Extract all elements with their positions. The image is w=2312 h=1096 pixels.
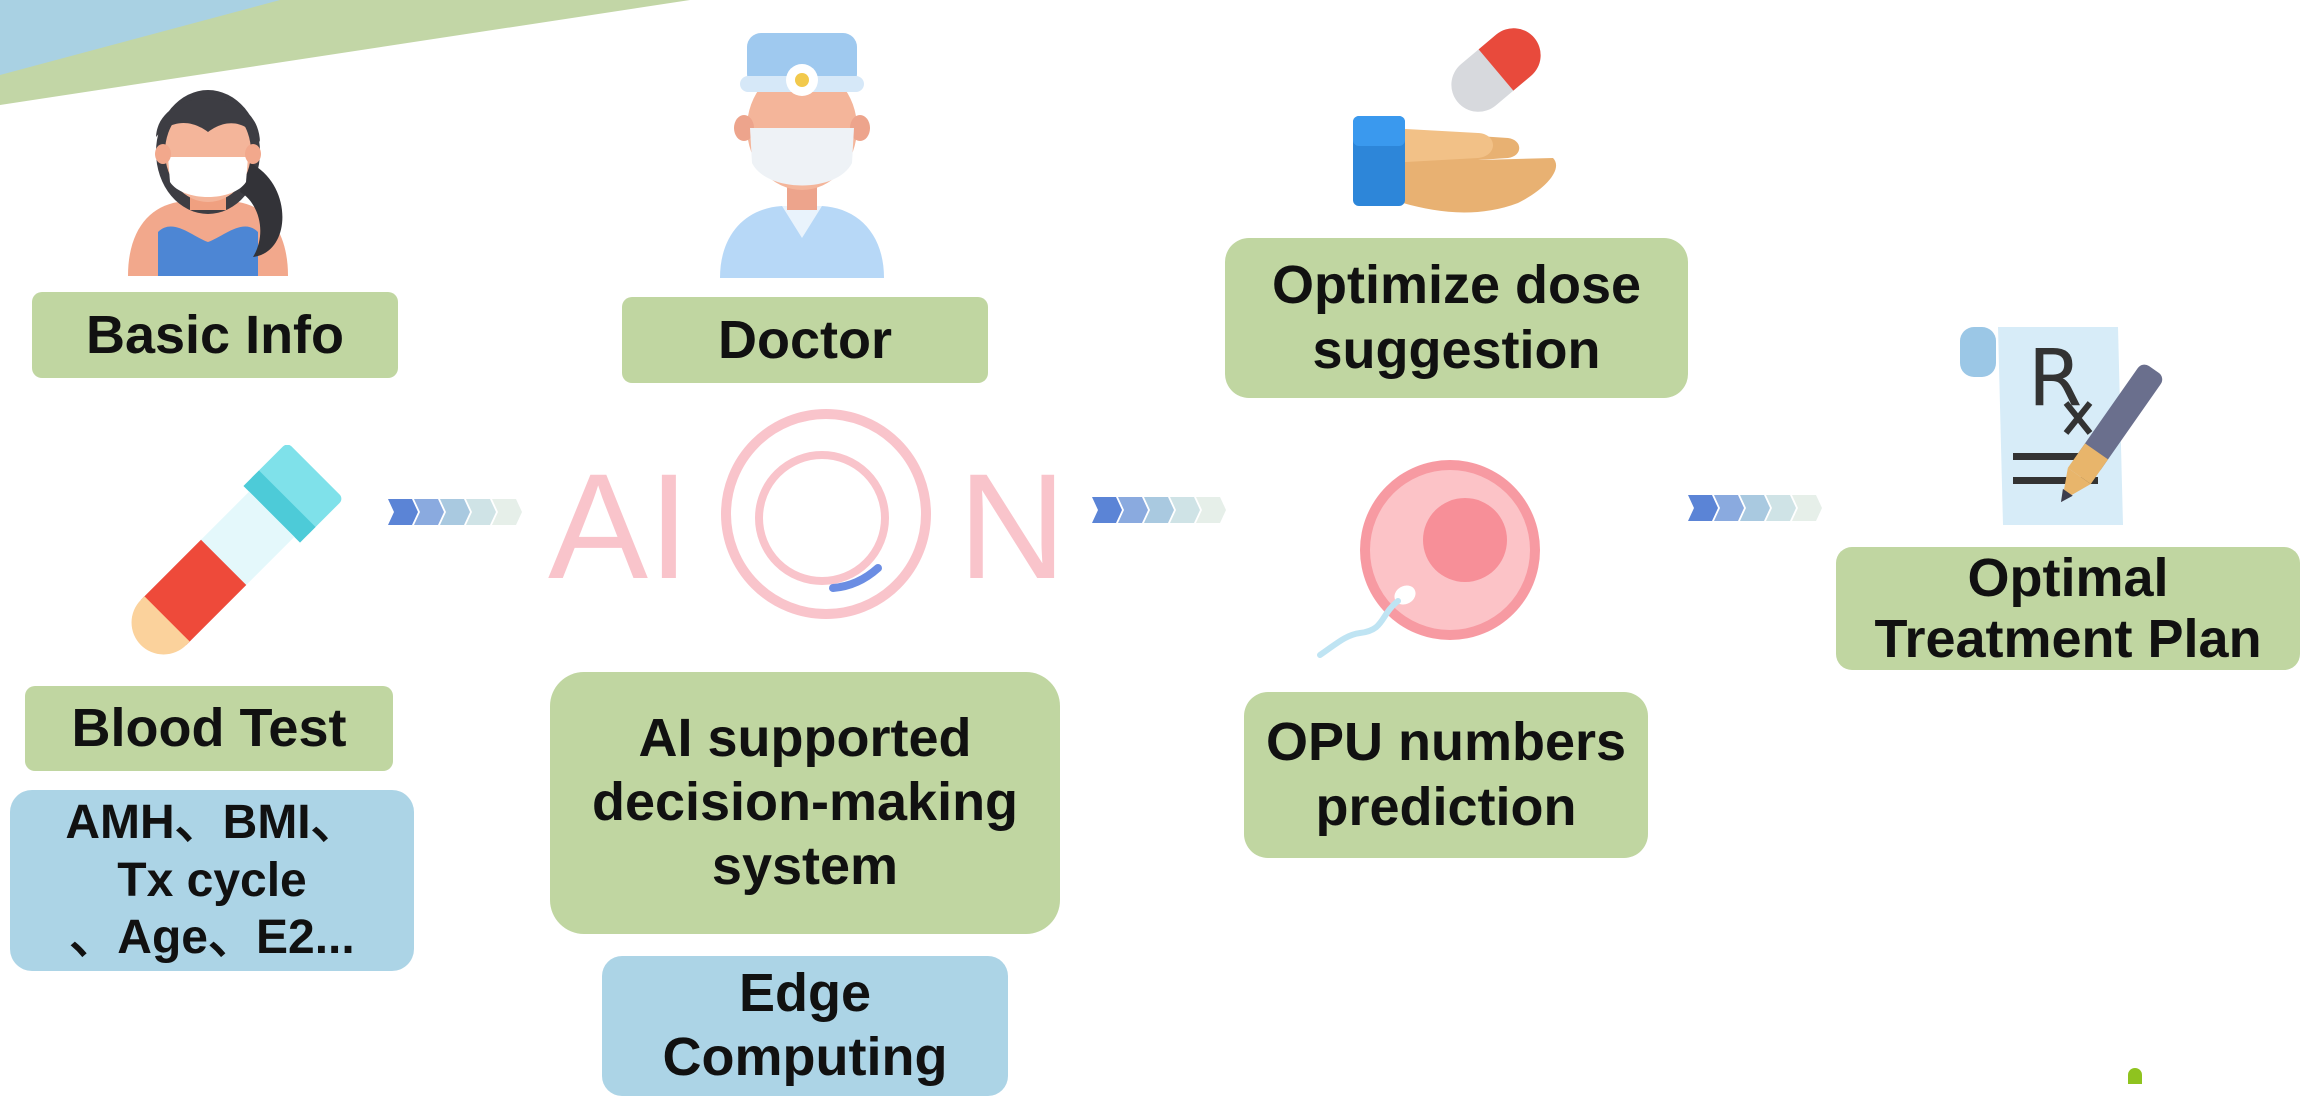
blood-test-label: Blood Test	[71, 698, 347, 759]
ai-system-box: AI supported decision-making system	[550, 672, 1060, 934]
doctor-label: Doctor	[718, 309, 892, 370]
woman-patient-icon	[128, 90, 288, 276]
blood-test-box: Blood Test	[25, 686, 393, 771]
optimal-plan-line-1: Optimal	[1967, 548, 2169, 609]
edge-computing-line-2: Computing	[662, 1026, 948, 1087]
ai-system-line-1: AI supported	[638, 708, 972, 769]
corner-decoration	[0, 0, 690, 105]
ai-system-line-2: decision-making	[591, 772, 1019, 833]
optimal-treatment-plan-box: Optimal Treatment Plan	[1836, 547, 2300, 670]
opu-prediction-box: OPU numbers prediction	[1244, 692, 1648, 858]
blood-params-line-3: 、Age、E2...	[69, 911, 355, 965]
flow-arrow-2	[1092, 497, 1226, 523]
flow-arrow-3	[1688, 495, 1822, 521]
optimize-dose-line-1: Optimize dose	[1271, 255, 1642, 316]
blood-parameters-box: AMH、BMI、 Tx cycle 、Age、E2...	[10, 790, 414, 971]
opu-prediction-line-1: OPU numbers	[1265, 712, 1627, 773]
prescription-icon: R	[1960, 327, 2163, 525]
edge-computing-box: Edge Computing	[602, 956, 1008, 1096]
optimize-dose-box: Optimize dose suggestion	[1225, 238, 1688, 398]
edge-computing-line-1: Edge	[738, 963, 872, 1023]
doctor-box: Doctor	[622, 297, 988, 383]
flow-arrow-1	[388, 499, 522, 525]
doctor-icon	[720, 33, 884, 278]
blood-params-line-2: Tx cycle	[117, 853, 307, 907]
ai-system-line-3: system	[711, 835, 899, 896]
logo-text-left: AI	[548, 442, 690, 610]
logo-text-right: N	[958, 442, 1066, 610]
egg-cell-sperm-icon	[1317, 460, 1540, 658]
opu-prediction-line-2: prediction	[1315, 777, 1577, 837]
aion-logo: AI N	[548, 409, 1066, 619]
optimize-dose-line-2: suggestion	[1312, 320, 1601, 380]
blood-params-line-1: AMH、BMI、	[65, 796, 359, 850]
basic-info-label: Basic Info	[85, 304, 345, 365]
blood-test-tube-icon	[131, 445, 342, 655]
optimal-plan-line-2: Treatment Plan	[1874, 608, 2262, 669]
corner-dot	[2128, 1068, 2142, 1084]
basic-info-box: Basic Info	[32, 292, 398, 378]
pill-in-hand-icon	[1353, 28, 1557, 213]
